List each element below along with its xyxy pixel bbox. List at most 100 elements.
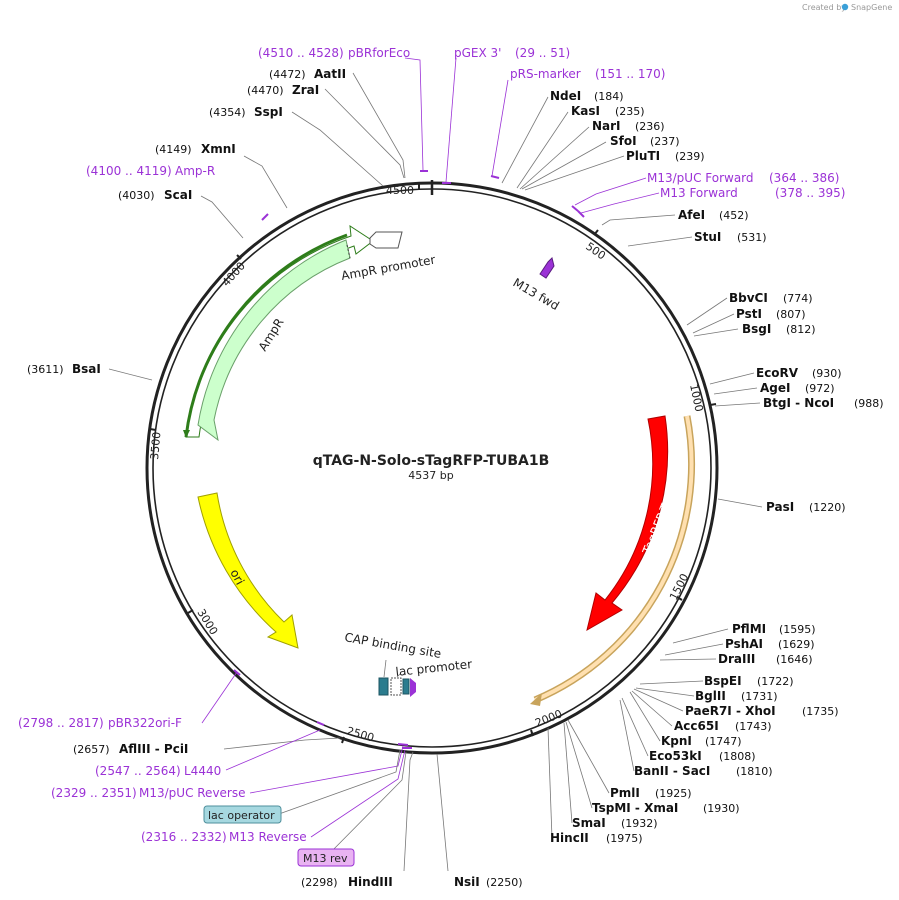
tick-label-4000: 4000 [220, 260, 248, 290]
primer-range-m13puc-forward: (364 .. 386) [769, 171, 839, 185]
enzyme-name-agei: AgeI [760, 381, 790, 395]
enzyme-pos-bsai: (3611) [27, 363, 64, 376]
enzyme-name-smai: SmaI [572, 816, 606, 830]
enzyme-pos-sfoi: (237) [650, 135, 680, 148]
leader-bbvci [686, 297, 728, 326]
enzyme-name-tspmi-xmai: TspMI - XmaI [592, 801, 678, 815]
enzyme-pos-bglii: (1731) [741, 690, 778, 703]
enzyme-pos-kpni: (1747) [705, 735, 742, 748]
leader-m13-reverse [310, 749, 406, 838]
tick-1000 [709, 403, 717, 406]
enzyme-name-pasi: PasI [766, 500, 794, 514]
enzyme-name-pshai: PshAI [725, 637, 763, 651]
enzyme-name-hindiii: HindIII [348, 875, 393, 889]
enzyme-pos-kasi: (235) [615, 105, 645, 118]
leader-bglii [635, 687, 695, 697]
snapgene-watermark: Created by SnapGene [802, 3, 892, 12]
orf-fill-arc [534, 415, 694, 702]
leader-nsii [436, 753, 449, 872]
leader-pasi [717, 498, 763, 508]
tick-2000 [530, 729, 534, 737]
primer-range-pbrforeco: (4510 .. 4528) [258, 46, 344, 60]
plasmid-name: qTAG-N-Solo-sTagRFP-TUBA1B [313, 453, 550, 469]
plasmid-length: 4537 bp [408, 469, 453, 482]
leader-sspi [291, 111, 384, 187]
enzyme-pos-acc65i: (1743) [735, 720, 772, 733]
enzyme-name-zrai: ZraI [292, 83, 319, 97]
leader-psti [692, 313, 735, 334]
leader-lac-operator [278, 749, 401, 815]
enzyme-name-bsgi: BsgI [742, 322, 771, 336]
enzyme-pos-psti: (807) [776, 308, 806, 321]
enzyme-pos-ecorv: (930) [812, 367, 842, 380]
leader-pgex3 [445, 57, 457, 183]
enzyme-pos-stui: (531) [737, 231, 767, 244]
leader-kasi [516, 111, 569, 189]
leader-pshai [664, 643, 724, 656]
leader-aatii [352, 72, 406, 179]
enzyme-pos-tspmi-xmai: (1930) [703, 802, 740, 815]
enzyme-pos-scai: (4030) [118, 189, 155, 202]
enzyme-pos-smai: (1932) [621, 817, 658, 830]
leader-draiii [659, 658, 717, 661]
features: TagRFP-T AmpR promoter AmpR ori M13 fwd … [183, 225, 696, 867]
enzyme-pos-paer7i-xhoi: (1735) [802, 705, 839, 718]
enzyme-name-kpni: KpnI [661, 734, 692, 748]
leader-afei [601, 214, 676, 226]
enzyme-name-nsii: NsiI [454, 875, 480, 889]
enzyme-name-scai: ScaI [164, 188, 192, 202]
leader-bspei [639, 680, 704, 685]
enzyme-name-sspi: SspI [254, 105, 283, 119]
enzyme-name-hincii: HincII [550, 831, 589, 845]
lac-promoter-label: lac promoter [395, 657, 473, 679]
tick-label-1500: 1500 [667, 572, 691, 603]
primer-name-m13-forward: M13 Forward [660, 186, 738, 200]
enzyme-name-bglii: BglII [695, 689, 726, 703]
enzyme-pos-pasi: (1220) [809, 501, 846, 514]
primer-name-pbrforeco: pBRforEco [348, 46, 410, 60]
leader-ndei [501, 96, 549, 184]
ori-label: ori [227, 567, 247, 587]
enzyme-name-sfoi: SfoI [610, 134, 637, 148]
leader-zrai [324, 88, 405, 179]
enzyme-name-ecorv: EcoRV [756, 366, 799, 380]
leader-pluti [524, 155, 625, 191]
enzyme-pos-agei: (972) [805, 382, 835, 395]
leader-m13-rev [325, 751, 407, 858]
enzyme-pos-draiii: (1646) [776, 653, 813, 666]
leader-tspmi-xmai [565, 721, 593, 809]
tick-label-1000: 1000 [687, 383, 706, 413]
leader-nari [519, 126, 590, 190]
enzyme-pos-eco53ki: (1808) [719, 750, 756, 763]
lac-operator-label: lac operator [208, 809, 275, 822]
enzyme-pos-bspei: (1722) [757, 675, 794, 688]
cap-binding-site-label: CAP binding site [343, 630, 442, 661]
enzyme-pos-ndei: (184) [594, 90, 624, 103]
primer-labels: (4510 .. 4528) pBRforEco pGEX 3' (29 .. … [18, 46, 845, 844]
leader-m13puc-reverse [249, 745, 404, 794]
leader-scai [200, 195, 244, 239]
leader-agei [713, 387, 758, 395]
tick-500 [593, 229, 599, 236]
enzyme-name-kasi: KasI [571, 104, 600, 118]
cap-leader [383, 659, 387, 678]
enzyme-name-ndei: NdeI [550, 89, 581, 103]
m13-rev-arrow [410, 678, 416, 697]
leader-prs-marker [491, 79, 509, 177]
cap-binding-site-box [378, 677, 389, 696]
lac-promoter-box [390, 677, 402, 696]
enzyme-pos-zrai: (4470) [247, 84, 284, 97]
primer-range-pbr322ori-f: (2798 .. 2817) [18, 716, 104, 730]
primer-range-pgex3: (29 .. 51) [515, 46, 570, 60]
m13-fwd-arrow [539, 257, 555, 279]
enzyme-name-pluti: PluTI [626, 149, 660, 163]
primer-range-prs-marker: (151 .. 170) [595, 67, 665, 81]
leader-hindiii [403, 751, 414, 872]
primer-range-m13puc-reverse: (2329 .. 2351) [51, 786, 137, 800]
ampr-track-line [184, 233, 348, 438]
ampr-promoter-label: AmpR promoter [340, 253, 436, 283]
enzyme-pos-banii-saci: (1810) [736, 765, 773, 778]
plasmid-backbone [145, 180, 719, 755]
enzyme-pos-pluti: (239) [675, 150, 705, 163]
primer-range-l4440: (2547 .. 2564) [95, 764, 181, 778]
